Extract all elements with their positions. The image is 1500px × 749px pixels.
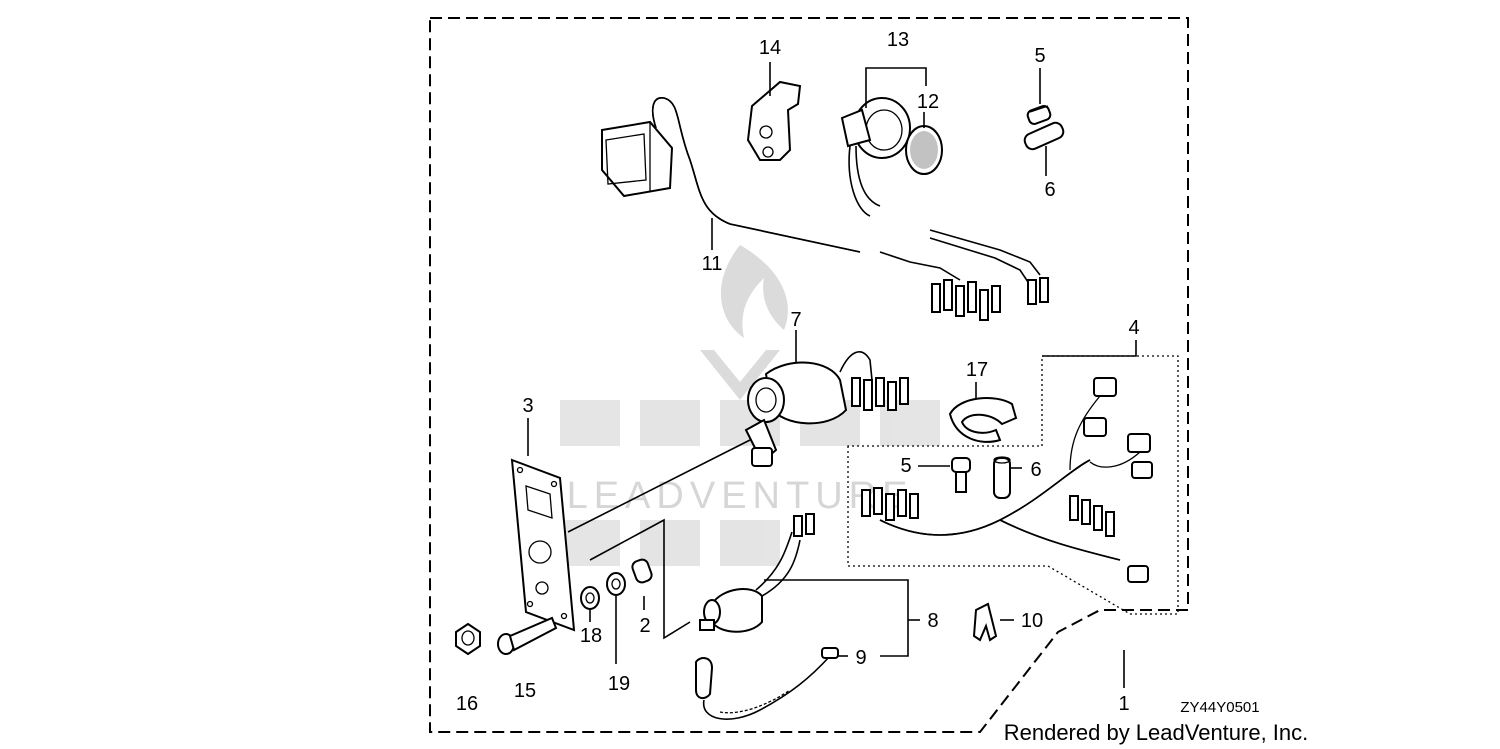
callout-5b: 5 — [900, 455, 911, 477]
callout-18: 18 — [580, 625, 602, 647]
callout-6b: 6 — [1030, 459, 1041, 481]
callout-11: 11 — [702, 253, 723, 275]
callout-10: 10 — [1021, 610, 1043, 632]
washer-19 — [606, 572, 626, 596]
meter-assembly — [840, 97, 911, 217]
screw-top — [1026, 105, 1052, 125]
clip — [972, 602, 998, 642]
washer-18 — [580, 586, 600, 610]
nut-16 — [455, 622, 481, 656]
callout-3: 3 — [522, 395, 533, 417]
assembly-border — [429, 17, 1189, 733]
callout-9: 9 — [855, 647, 866, 669]
meter-lens — [905, 125, 943, 175]
wire-harness — [861, 377, 1153, 583]
clamp — [948, 397, 1018, 443]
screw-15 — [497, 616, 558, 655]
stop-switch — [699, 513, 815, 633]
callout-17: 17 — [966, 359, 988, 381]
callout-5a: 5 — [1034, 45, 1045, 67]
collar-middle — [993, 456, 1011, 499]
screw-middle — [951, 457, 971, 493]
callout-15: 15 — [514, 680, 536, 702]
bracket — [746, 80, 802, 161]
callout-19: 19 — [608, 673, 630, 695]
callout-12: 12 — [917, 91, 939, 113]
leader-lines — [527, 62, 1137, 688]
drawing-code: ZY44Y0501 — [1180, 699, 1259, 716]
grommet — [631, 558, 653, 584]
render-credit: Rendered by LeadVenture, Inc. — [1004, 720, 1309, 745]
callout-7: 7 — [790, 309, 801, 331]
callout-6a: 6 — [1044, 179, 1055, 201]
callout-4: 4 — [1128, 317, 1139, 339]
panel-plate — [510, 458, 576, 632]
lanyard — [695, 647, 839, 720]
harness-subassembly-border — [847, 355, 1179, 615]
ignition-switch — [744, 351, 909, 467]
callout-1: 1 — [1118, 693, 1129, 715]
collar-top — [1023, 121, 1065, 151]
watermark-text: LEADVENTURE — [567, 475, 914, 517]
callout-8: 8 — [927, 610, 938, 632]
switch-with-cable — [601, 97, 1049, 321]
callout-16: 16 — [456, 693, 478, 715]
callout-14: 14 — [759, 37, 781, 59]
callout-2: 2 — [639, 615, 650, 637]
callout-13: 13 — [887, 29, 909, 51]
